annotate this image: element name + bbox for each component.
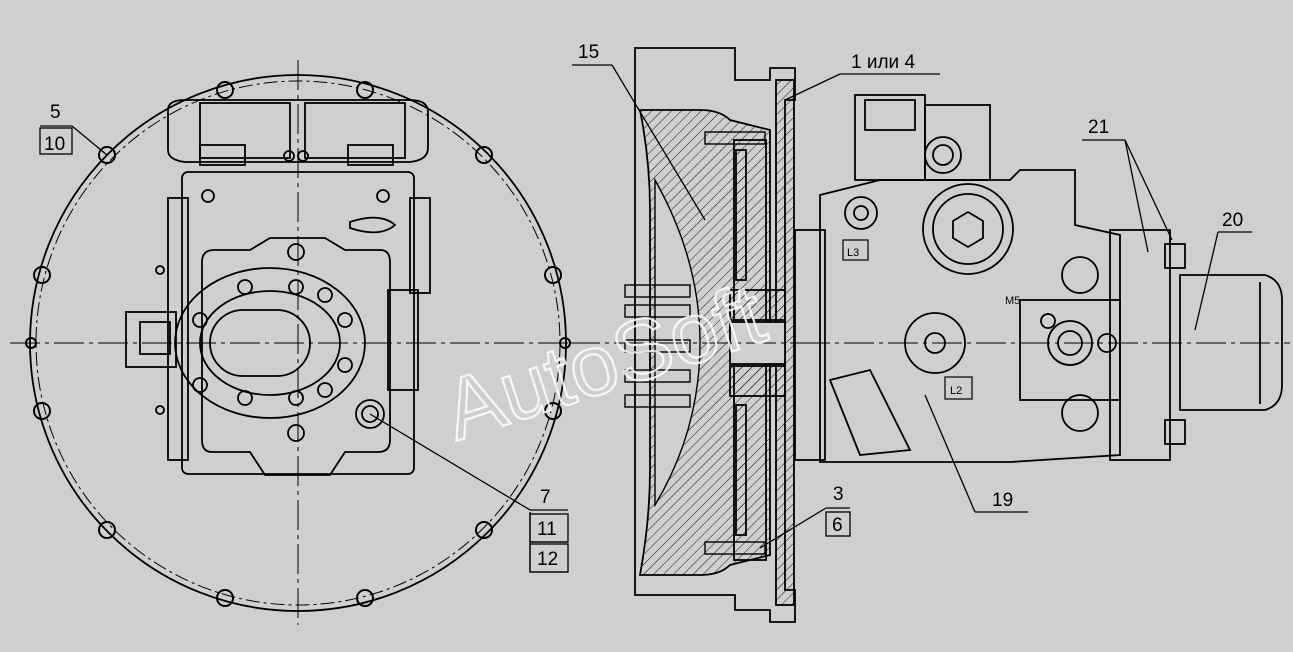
end-view <box>10 60 590 625</box>
callout-1-or-4: 1 или 4 <box>851 52 915 73</box>
callout-7: 7 <box>540 487 551 508</box>
marking-l3: L3 <box>847 247 859 259</box>
callout-12: 12 <box>537 549 558 570</box>
port-flange <box>174 267 366 419</box>
callout-11: 11 <box>537 519 557 540</box>
marking-m5: M5 <box>1005 295 1020 307</box>
callout-6: 6 <box>832 515 843 536</box>
top-bracket <box>167 99 429 163</box>
callout-19: 19 <box>992 490 1013 511</box>
adjust-nut <box>952 210 984 249</box>
motor-unit <box>1179 274 1283 411</box>
port-bolts <box>192 243 353 442</box>
callout-21: 21 <box>1088 117 1109 138</box>
mounting-flange-side <box>794 229 826 461</box>
compensator-housing <box>922 183 1014 275</box>
rear-port-block <box>1019 299 1121 401</box>
callout-15: 15 <box>578 42 599 63</box>
top-block-right <box>304 102 406 159</box>
callout-5: 5 <box>50 102 61 123</box>
leader-lines <box>39 64 1252 573</box>
callout-20: 20 <box>1222 210 1243 231</box>
control-block <box>924 104 991 181</box>
rear-cover <box>201 237 391 476</box>
pump-side-view <box>794 94 1290 463</box>
pump-housing <box>181 171 415 475</box>
callout-3: 3 <box>833 484 844 505</box>
drain-plug <box>355 399 385 429</box>
coupling-hub <box>729 289 786 321</box>
callout-10: 10 <box>44 134 65 155</box>
coupling-bolts <box>624 131 766 555</box>
coupling-section <box>570 47 800 623</box>
marking-l2: L2 <box>950 385 962 397</box>
flange-bolt-holes <box>25 81 571 607</box>
side-fitting-left <box>125 311 177 368</box>
end-cover <box>1109 229 1171 461</box>
